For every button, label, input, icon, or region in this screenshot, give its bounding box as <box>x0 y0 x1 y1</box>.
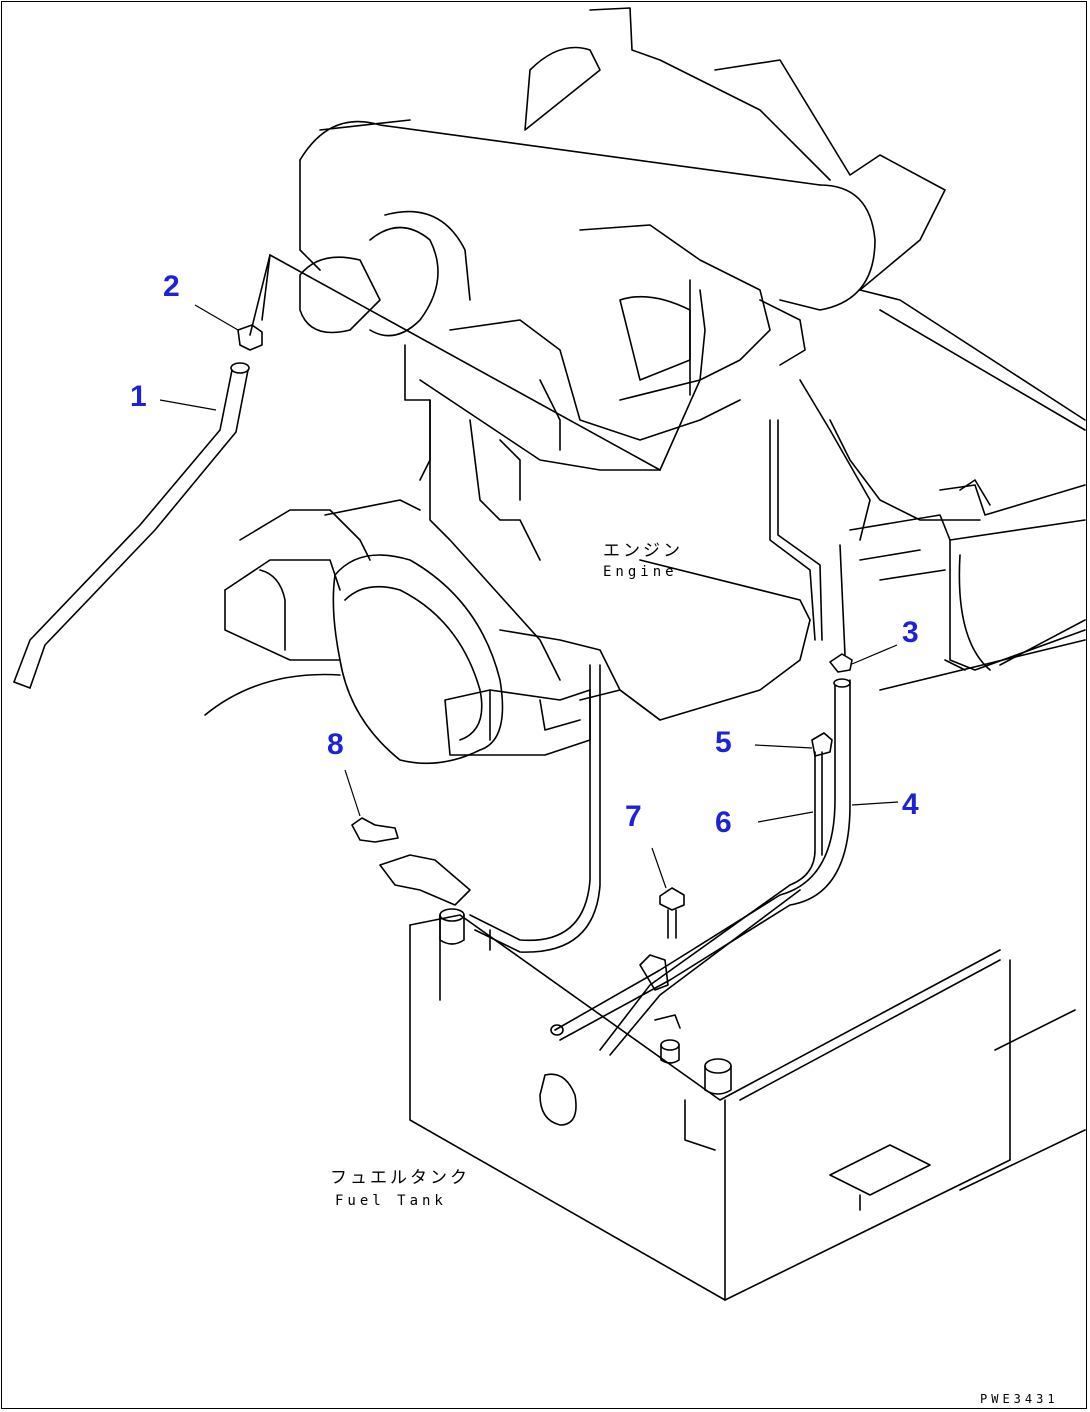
callout-6: 6 <box>715 806 732 839</box>
hose-lines <box>13 254 853 1056</box>
leader-lines <box>159 304 899 889</box>
callout-3: 3 <box>902 616 919 649</box>
callout-4: 4 <box>902 788 919 821</box>
engine-label-en: Engine <box>603 564 678 580</box>
callout-8: 8 <box>327 728 344 761</box>
callout-2: 2 <box>163 270 180 303</box>
fuel-tank-label-jp: フュエルタンク <box>330 1168 470 1188</box>
engine-label-jp: エンジン <box>603 541 683 561</box>
callout-7: 7 <box>625 800 642 833</box>
fuel-tank-drawing <box>409 908 1086 1301</box>
fuel-tank-label-en: Fuel Tank <box>335 1193 447 1209</box>
drawing-code: PWE3431 <box>980 1392 1059 1406</box>
machine-frame <box>849 289 1086 691</box>
callout-5: 5 <box>715 726 732 759</box>
engine-drawing <box>204 7 981 765</box>
callout-1: 1 <box>130 380 147 413</box>
